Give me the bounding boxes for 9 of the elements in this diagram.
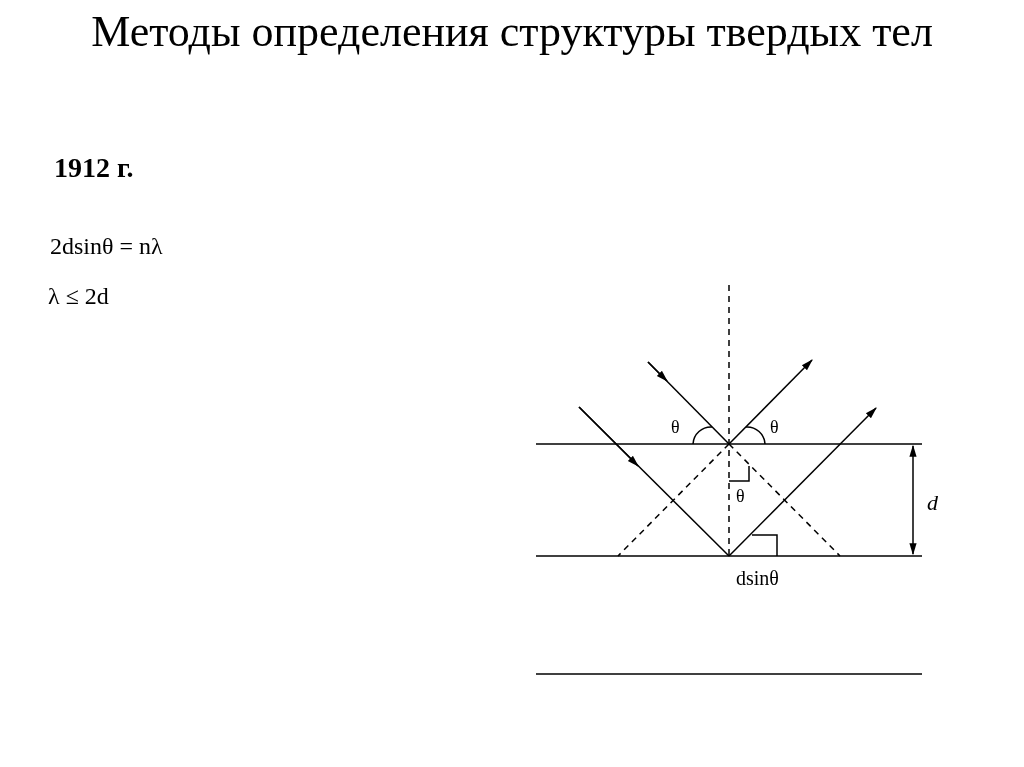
condition-equation: λ ≤ 2d — [48, 284, 109, 308]
angle-label: θ — [736, 487, 745, 505]
year-label: 1912 г. — [54, 154, 134, 182]
bragg-equation: 2dsinθ = nλ — [50, 234, 163, 258]
angle-label: θ — [671, 418, 680, 436]
path-difference-label: dsinθ — [736, 568, 779, 588]
angle-label: θ — [770, 418, 779, 436]
dimension-label: d — [927, 492, 938, 514]
slide-title: Методы определения структуры твердых тел — [90, 6, 934, 58]
